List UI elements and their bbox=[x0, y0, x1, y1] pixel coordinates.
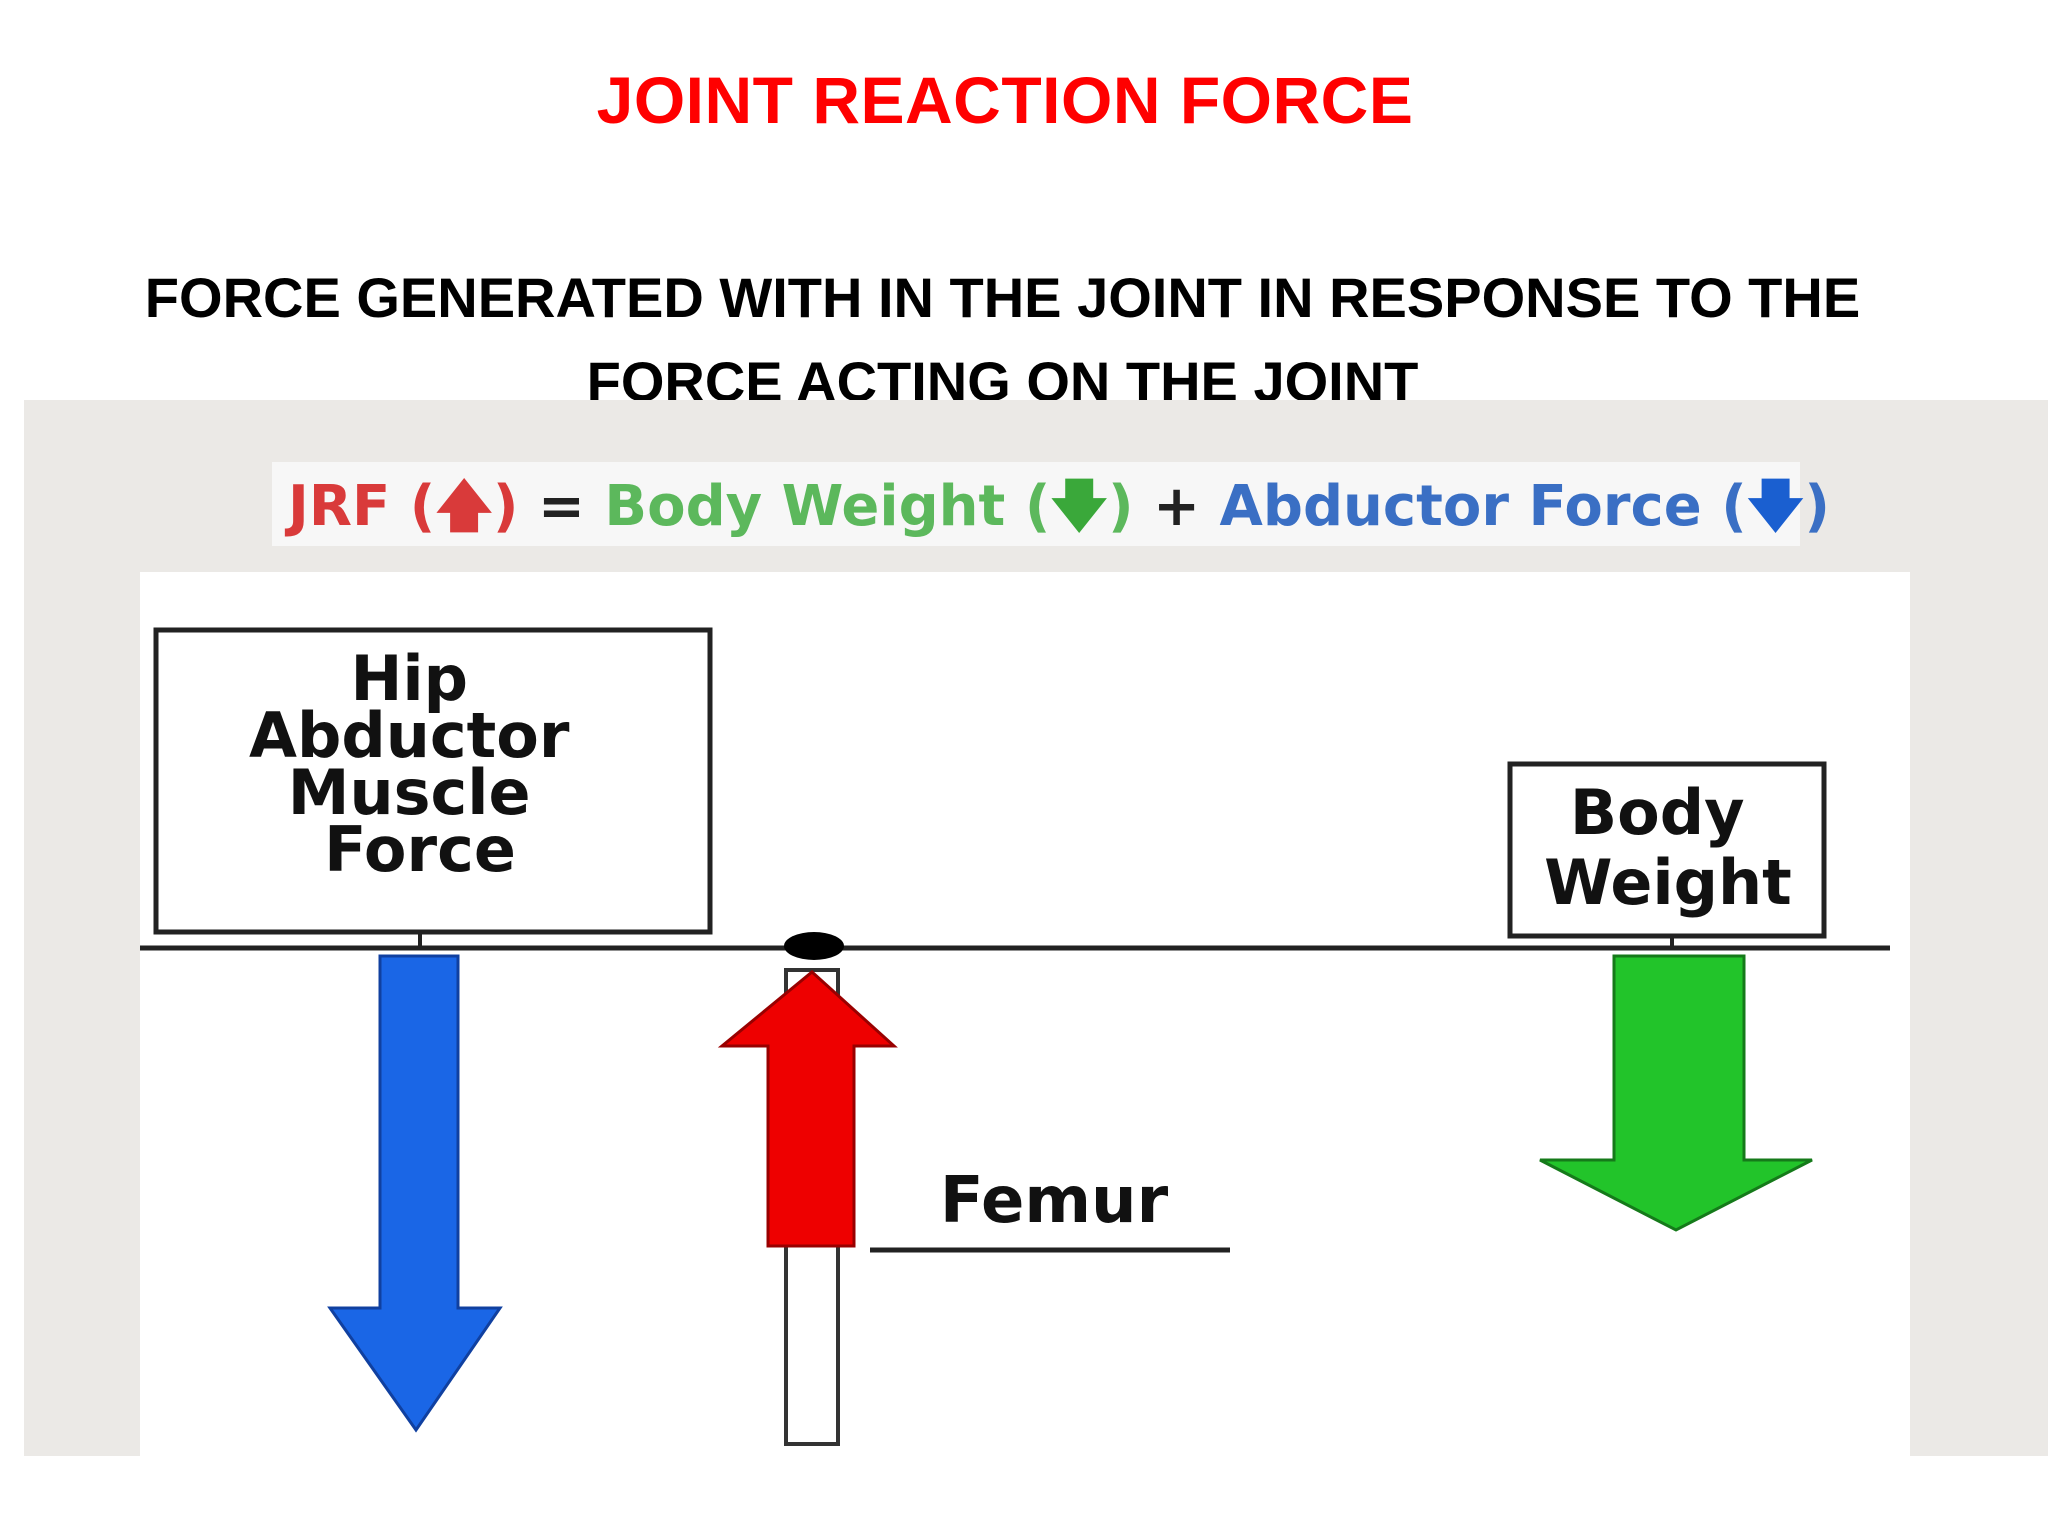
joint-reaction-force-arrow bbox=[717, 970, 898, 1248]
down-arrow-icon: 🡇 bbox=[1747, 474, 1805, 539]
femur-label: Femur bbox=[940, 1164, 1169, 1238]
equation-jrf-close: ) bbox=[493, 474, 519, 539]
hip-abductor-label-box bbox=[153, 627, 713, 935]
body-weight-label-box bbox=[1507, 761, 1827, 939]
equation-banner bbox=[272, 462, 1800, 546]
body-weight-label-line-2: Weight bbox=[1544, 846, 1792, 919]
hip-abductor-label-line-3: Muscle bbox=[288, 756, 531, 829]
body-weight-arrow bbox=[1539, 954, 1813, 1232]
hip-abductor-label: Hip Abductor Muscle Force bbox=[249, 642, 591, 886]
body-weight-label-line-1: Body bbox=[1570, 776, 1745, 849]
hip-abductor-label-line-2: Abductor bbox=[249, 699, 570, 772]
equation-plus: + bbox=[1134, 474, 1220, 539]
hip-joint-pivot bbox=[784, 932, 844, 960]
slide-title: JOINT REACTION FORCE bbox=[596, 63, 1414, 137]
equation-abductor-force-close: ) bbox=[1804, 474, 1830, 539]
equation-jrf: JRF ( bbox=[284, 474, 435, 539]
hip-abductor-label-line-1: Hip bbox=[350, 642, 468, 715]
hip-abductor-label-line-4: Force bbox=[324, 813, 516, 886]
down-arrow-icon: 🡇 bbox=[1050, 474, 1108, 539]
up-arrow-icon: 🡅 bbox=[435, 474, 493, 539]
equation-equals: = bbox=[518, 474, 604, 539]
equation-body-weight-close: ) bbox=[1108, 474, 1134, 539]
equation-body-weight: Body Weight ( bbox=[604, 474, 1050, 539]
body-weight-label: Body Weight bbox=[1544, 776, 1792, 919]
equation: JRF (🡅) = Body Weight (🡇) + Abductor For… bbox=[284, 474, 1830, 539]
definition-line-1: FORCE GENERATED WITH IN THE JOINT IN RES… bbox=[144, 266, 1861, 329]
equation-abductor-force: Abductor Force ( bbox=[1220, 474, 1747, 539]
abductor-force-arrow bbox=[327, 954, 503, 1433]
